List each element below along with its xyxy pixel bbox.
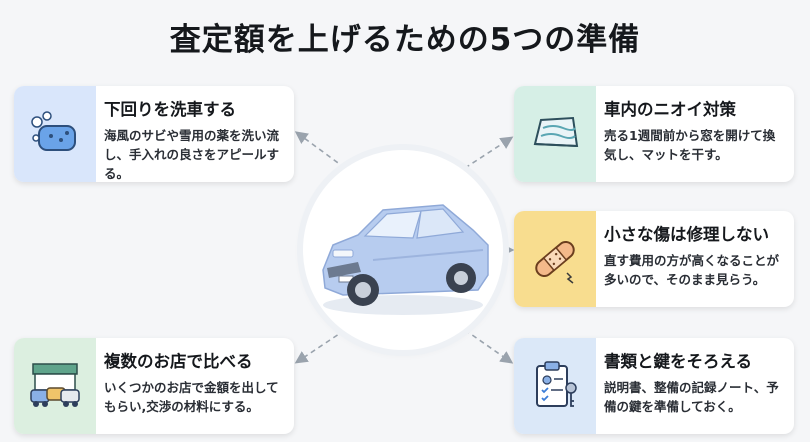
icon-tile bbox=[514, 86, 596, 182]
card-body: 説明書、整備の記録ノート、予備の鍵を準備しておく。 bbox=[604, 380, 779, 414]
card-body: いくつかのお店で金額を出してもらい,交渉の材料にする。 bbox=[104, 380, 279, 414]
card-heading: 書類と鍵をそろえる bbox=[604, 352, 753, 371]
car-illustration bbox=[322, 204, 489, 315]
card-compare-shops: 複数のお店で比べる いくつかのお店で金額を出してもらい,交渉の材料にする。 bbox=[14, 338, 294, 434]
card-heading: 下回りを洗車する bbox=[104, 100, 236, 119]
card-body: 売る1週間前から窓を開けて換気し、マットを干す。 bbox=[604, 128, 776, 162]
card-heading: 車内のニオイ対策 bbox=[604, 100, 736, 119]
card-body: 海風のサビや雪用の薬を洗い流し、手入れの良さをアピールする。 bbox=[104, 128, 280, 181]
bandage-icon bbox=[535, 241, 575, 284]
icon-tile bbox=[14, 86, 96, 182]
card-no-repair: 小さな傷は修理しない 直す費用の方が高くなることが多いので、そのまま見らう。 bbox=[514, 211, 794, 307]
dealership-icon bbox=[30, 363, 80, 407]
clipboard-key-icon bbox=[536, 361, 577, 407]
card-underbody-wash: 下回りを洗車する 海風のサビや雪用の薬を洗い流し、手入れの良さをアピールする。 bbox=[14, 86, 294, 182]
car-window-icon bbox=[533, 116, 579, 148]
page-title: 査定額を上げるための5つの準備 bbox=[169, 22, 641, 58]
card-body: 直す費用の方が高くなることが多いので、そのまま見らう。 bbox=[604, 253, 780, 287]
sponge-icon bbox=[31, 111, 76, 151]
icon-tile bbox=[14, 338, 96, 434]
arrow-bottom-left bbox=[294, 329, 346, 364]
arrow-top-left bbox=[294, 131, 346, 169]
card-heading: 小さな傷は修理しない bbox=[604, 225, 769, 244]
icon-tile bbox=[514, 338, 596, 434]
center-car-circle bbox=[303, 150, 503, 350]
card-heading: 複数のお店で比べる bbox=[104, 352, 253, 371]
icon-tile bbox=[514, 211, 596, 307]
card-documents-keys: 書類と鍵をそろえる 説明書、整備の記録ノート、予備の鍵を準備しておく。 bbox=[514, 338, 794, 434]
card-odor-control: 車内のニオイ対策 売る1週間前から窓を開けて換気し、マットを干す。 bbox=[514, 86, 794, 182]
